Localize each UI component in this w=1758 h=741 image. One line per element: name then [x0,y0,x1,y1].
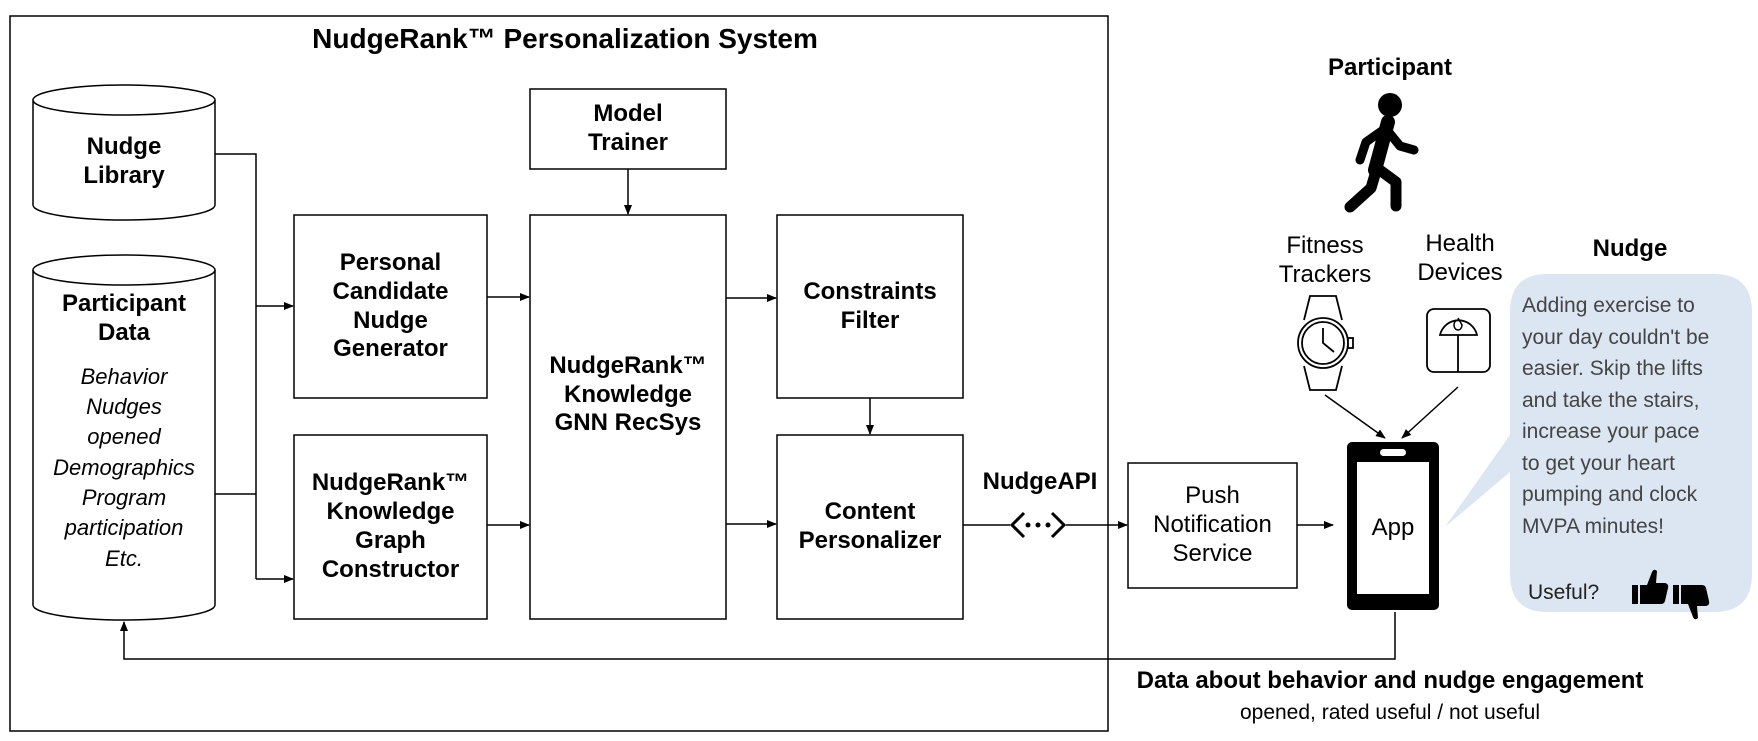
constraints-filter-label: Constraints Filter [803,277,937,334]
feedback-subtitle: opened, rated useful / not useful [1239,701,1541,724]
constraints-filter-box [776,214,964,399]
thumbs-up-icon [1632,569,1669,604]
participant-data-items: Behavior Nudges opened Demographics Prog… [53,363,195,571]
content-personalizer-label: Content Personalizer [798,498,942,554]
arrow-scale-to-app [1401,386,1459,439]
nudge-message: Adding exercise to your day couldn't be … [1522,294,1710,538]
kg-constructor-label: NudgeRank™ Knowledge Graph Constructor [311,469,470,583]
nudge-library-cylinder [32,84,216,221]
health-devices-label: Health Devices [1417,230,1503,286]
push-service-box [1127,462,1298,589]
system-title: NudgeRank™ Personalization System [312,23,818,54]
model-trainer-box [529,88,727,170]
api-label: NudgeAPI [982,468,1098,495]
gnn-recsys-label: NudgeRank™ Knowledge GNN RecSys [549,351,707,437]
nudge-title: Nudge [1592,235,1668,262]
walking-person-icon [1344,93,1419,213]
fitness-trackers-label: Fitness Trackers [1278,232,1372,288]
feedback-loop-line [120,612,1396,660]
feedback-title: Data about behavior and nudge engagement [1136,667,1644,694]
scale-icon [1426,308,1491,373]
model-trainer-label: Model Trainer [587,100,669,156]
candidate-generator-box [293,214,488,399]
nudge-library-label: Nudge Library [83,133,165,189]
thumbs-down-icon [1673,585,1710,620]
app-label: App [1371,514,1415,541]
participant-data-cylinder [32,254,216,621]
api-icon [1009,511,1067,539]
content-personalizer-box [776,434,964,620]
kg-constructor-box [293,434,488,620]
watch-icon [1297,295,1354,391]
nudge-bubble [1445,274,1752,612]
arrow-watch-to-app [1324,394,1386,439]
system-boundary [9,15,1109,732]
library-connector [215,153,257,579]
gnn-recsys-box [529,214,727,620]
push-service-label: Push Notification Service [1153,482,1272,567]
phone-icon [1347,442,1439,610]
candidate-generator-label: Personal Candidate Nudge Generator [332,248,449,363]
participant-title: Participant [1327,54,1453,81]
useful-label: Useful? [1528,581,1600,604]
participant-data-label: Participant Data Behavior Nudges opened … [33,290,215,574]
